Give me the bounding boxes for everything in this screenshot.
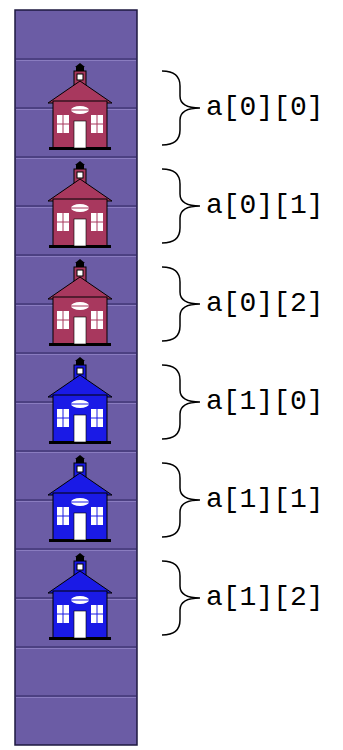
memory-column [15, 10, 137, 745]
element-label: a[0][0] [206, 92, 324, 124]
house-icons [48, 63, 112, 640]
curly-braces [162, 71, 200, 635]
element-label: a[1][2] [206, 582, 324, 614]
element-label: a[0][2] [206, 288, 324, 320]
element-label: a[0][1] [206, 190, 324, 222]
element-label: a[1][1] [206, 484, 324, 516]
element-label: a[1][0] [206, 386, 324, 418]
